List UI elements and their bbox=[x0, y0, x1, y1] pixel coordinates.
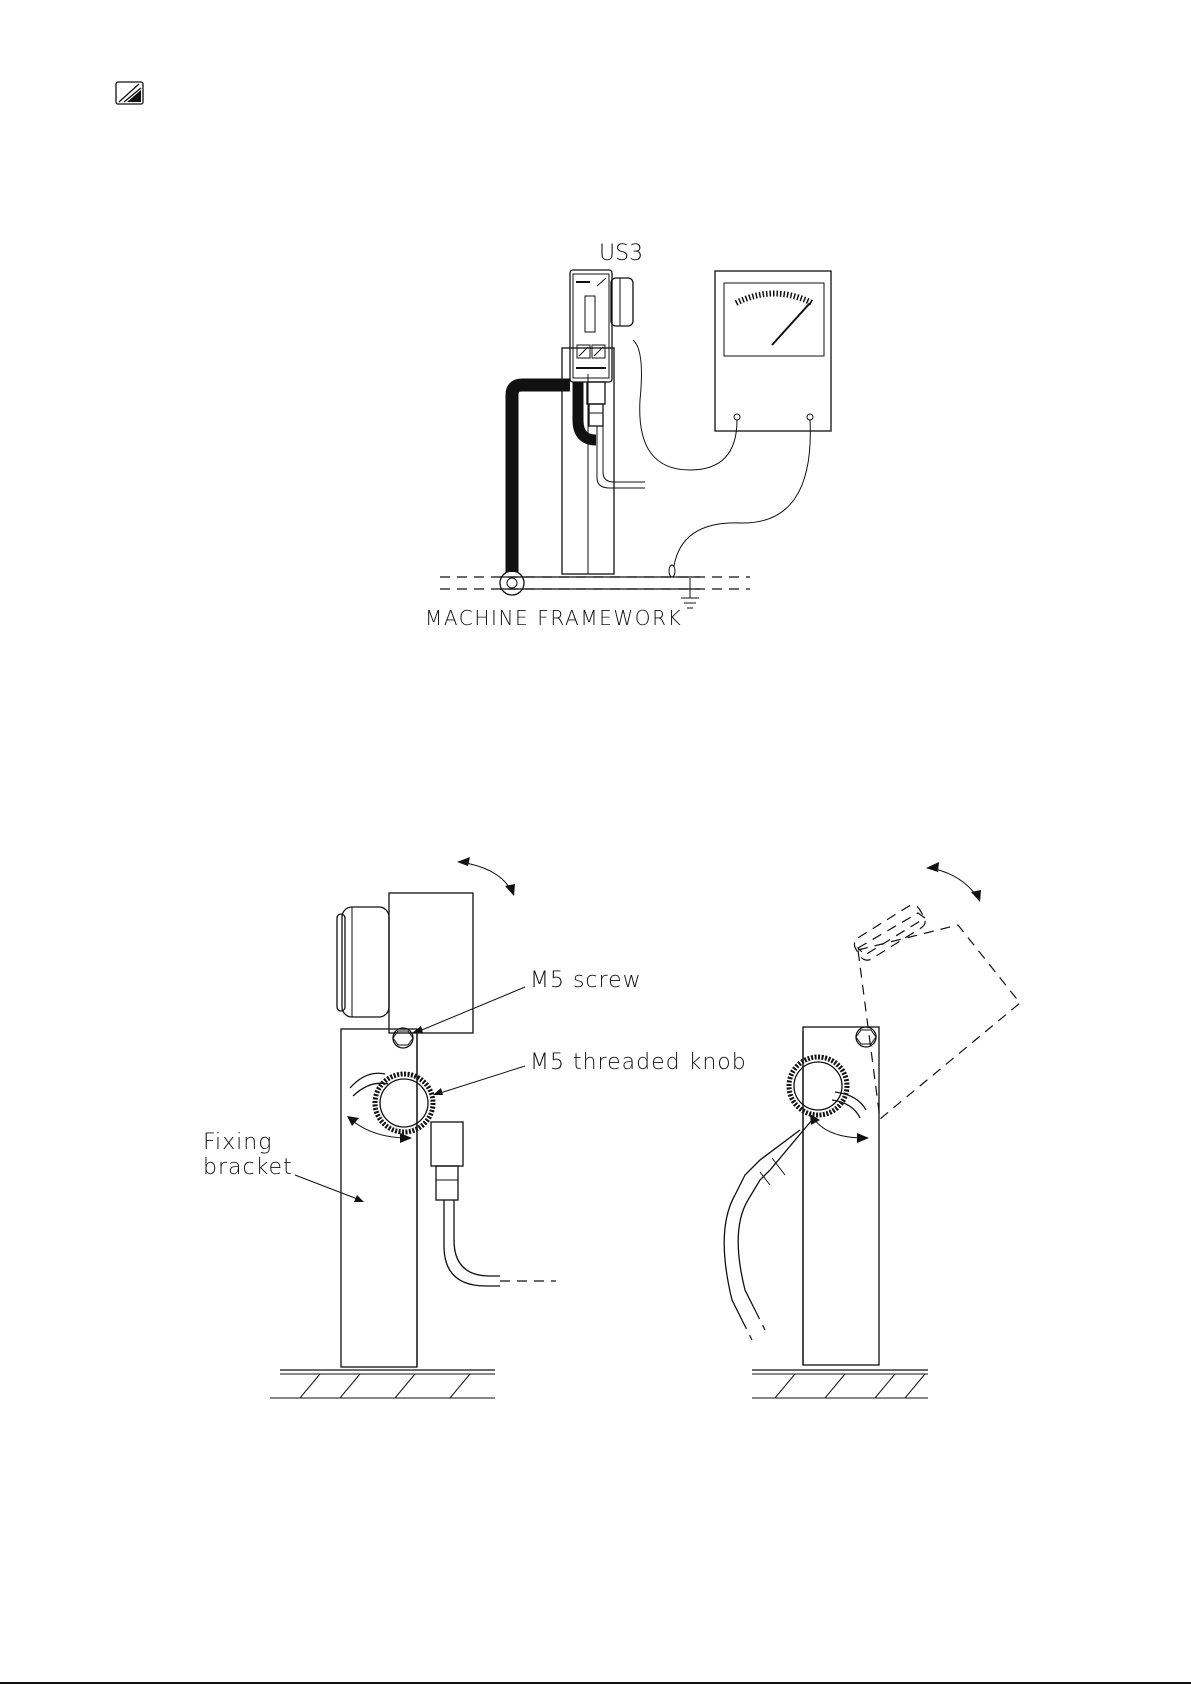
mounting-diagram: M5 screw M5 threaded knob Fixing bracket bbox=[203, 857, 1020, 1398]
connection-diagram: US3 bbox=[425, 241, 831, 630]
right-view bbox=[724, 862, 1020, 1398]
ground-icon bbox=[681, 578, 699, 608]
rotation-arrow-icon-2 bbox=[926, 862, 981, 902]
meter-wire-1 bbox=[633, 340, 737, 470]
ground-cable bbox=[500, 382, 596, 595]
device-icon bbox=[570, 270, 645, 488]
bracket-label-2: bracket bbox=[203, 1155, 293, 1180]
meter-wire-2 bbox=[674, 420, 810, 566]
knob-label: M5 threaded knob bbox=[530, 1050, 747, 1075]
device-label: US3 bbox=[599, 241, 643, 266]
screw-label: M5 screw bbox=[530, 968, 642, 993]
logo-icon bbox=[116, 82, 143, 104]
meter-icon bbox=[715, 271, 831, 431]
left-view bbox=[270, 857, 556, 1398]
machine-framework bbox=[440, 577, 750, 589]
knob-icon bbox=[375, 1074, 433, 1132]
rotation-arrow-icon bbox=[457, 857, 515, 896]
bracket-label-1: Fixing bbox=[203, 1130, 272, 1155]
ground-label: MACHINE FRAMEWORK bbox=[425, 606, 682, 630]
